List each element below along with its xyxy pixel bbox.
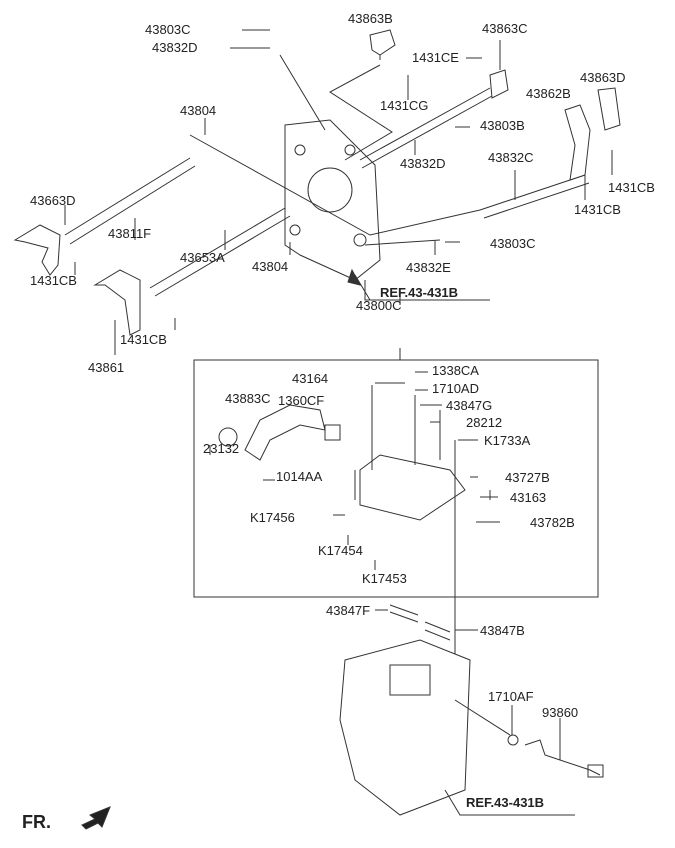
spring-43847f [389, 604, 419, 623]
label-43804: 43804 [252, 259, 289, 274]
shaft-43832c [479, 174, 590, 219]
bushing-23132 [218, 427, 238, 447]
shaft-long [359, 87, 493, 169]
ref-leader-bottom [444, 789, 575, 816]
label-43803b: 43803B [480, 118, 525, 133]
label-43782b: 43782B [530, 515, 575, 530]
label-93860: 93860 [542, 705, 579, 720]
spring-43847b [424, 621, 451, 641]
label-1014aa: 1014AA [276, 469, 323, 484]
label-43832c: 43832C [488, 150, 534, 165]
label-43847b: 43847B [480, 623, 525, 638]
label-1431cg: 1431CG [380, 98, 429, 113]
label-k1733a: K1733A [484, 433, 531, 448]
label-43811f: 43811F [108, 226, 152, 241]
fork-43861 [93, 269, 141, 336]
front-direction-label: FR. [22, 812, 51, 832]
label-43163: 43163 [510, 490, 547, 505]
label-43863d: 43863D [580, 70, 626, 85]
label-28212: 28212 [466, 415, 503, 430]
label-1710ad: 1710AD [432, 381, 479, 396]
transmission-case [339, 639, 471, 816]
shaft-43811f [64, 157, 196, 245]
ref-label-top: REF.43-431B [380, 285, 459, 300]
label-23132: 23132 [203, 441, 240, 456]
lever-43863d [597, 87, 621, 131]
label-1338ca: 1338CA [432, 363, 479, 378]
label-43803c: 43803C [145, 22, 191, 37]
adapter-plate [284, 119, 381, 281]
label-43803c: 43803C [490, 236, 536, 251]
fork-43862b [564, 104, 591, 181]
fr-arrow-icon [81, 806, 111, 830]
label-1360cf: 1360CF [278, 393, 325, 408]
label-43832e: 43832E [406, 260, 451, 275]
label-43863c: 43863C [482, 21, 528, 36]
bushing-1360cf [324, 424, 341, 441]
label-43863b: 43863B [348, 11, 393, 26]
label-43653a: 43653A [180, 250, 225, 265]
shaft-43653a [149, 207, 291, 297]
label-k17453: K17453 [362, 571, 407, 586]
sensor-connector [587, 764, 604, 778]
label-1431cb: 1431CB [574, 202, 621, 217]
fork-43663d [13, 224, 61, 276]
lever-43883c [244, 404, 326, 461]
label-k17456: K17456 [250, 510, 295, 525]
lever-43863b [369, 29, 396, 56]
label-43164: 43164 [292, 371, 329, 386]
label-43862b: 43862B [526, 86, 571, 101]
label-43832d: 43832D [400, 156, 446, 171]
case-opening [389, 664, 431, 696]
label-1710af: 1710AF [488, 689, 534, 704]
label-43847g: 43847G [446, 398, 493, 413]
label-1431cb: 1431CB [120, 332, 167, 347]
label-43727b: 43727B [505, 470, 550, 485]
label-1431cb: 1431CB [30, 273, 77, 288]
label-43800c: 43800C [356, 298, 402, 313]
control-housing [359, 454, 466, 521]
ref-arrow-top [347, 268, 371, 301]
label-43832d: 43832D [152, 40, 198, 55]
label-k17454: K17454 [318, 543, 363, 558]
label-1431ce: 1431CE [412, 50, 459, 65]
label-43663d: 43663D [30, 193, 76, 208]
label-43861: 43861 [88, 360, 125, 375]
label-1431cb: 1431CB [608, 180, 655, 195]
lever-43863c [489, 69, 509, 99]
label-43804: 43804 [180, 103, 217, 118]
seal-1710af [507, 734, 519, 746]
plate-bore [307, 167, 353, 213]
label-43883c: 43883C [225, 391, 271, 406]
sensor-93860 [524, 739, 601, 776]
ref-label-bottom: REF.43-431B [466, 795, 545, 810]
label-43847f: 43847F [326, 603, 371, 618]
assembly-box-43800c [193, 359, 599, 598]
